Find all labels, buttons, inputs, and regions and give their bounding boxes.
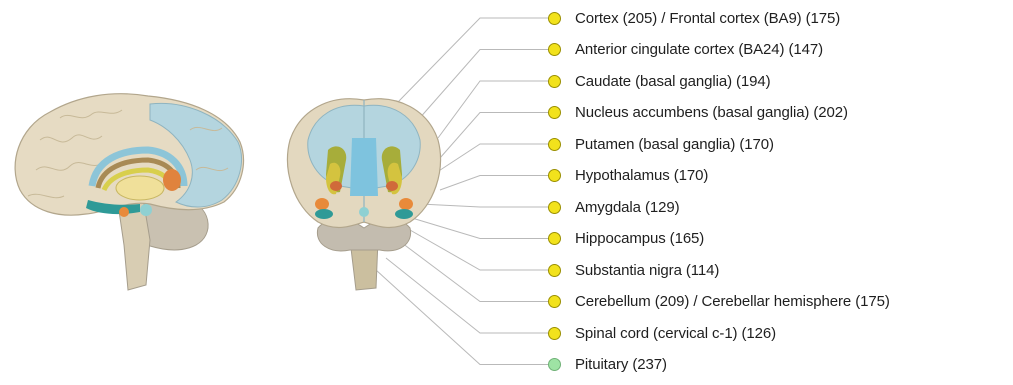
pituitary-front	[359, 207, 369, 217]
coronal-brain-view	[288, 99, 441, 290]
region-label: Anterior cingulate cortex (BA24) (147)	[575, 41, 823, 58]
region-label: Putamen (basal ganglia) (170)	[575, 136, 774, 153]
leader-line	[386, 258, 548, 333]
marker-dot-icon	[548, 75, 561, 88]
legend-item: Anterior cingulate cortex (BA24) (147)	[548, 40, 823, 60]
leader-line	[398, 18, 548, 102]
legend-item: Cortex (205) / Frontal cortex (BA9) (175…	[548, 8, 840, 28]
legend-item: Putamen (basal ganglia) (170)	[548, 134, 774, 154]
thalamus-side	[116, 176, 164, 200]
marker-dot-icon	[548, 295, 561, 308]
hippocampus-right-front	[395, 209, 413, 219]
region-label: Amygdala (129)	[575, 199, 680, 216]
legend-item: Hippocampus (165)	[548, 229, 704, 249]
marker-dot-icon	[548, 327, 561, 340]
marker-dot-icon	[548, 12, 561, 25]
leader-line	[438, 81, 548, 138]
region-label: Spinal cord (cervical c-1) (126)	[575, 325, 776, 342]
region-label: Substantia nigra (114)	[575, 262, 719, 279]
region-label: Hippocampus (165)	[575, 230, 704, 247]
leader-line	[412, 218, 548, 239]
marker-dot-icon	[548, 43, 561, 56]
marker-dot-icon	[548, 264, 561, 277]
marker-dot-icon	[548, 138, 561, 151]
hypothalamus-side	[140, 204, 152, 216]
region-label: Nucleus accumbens (basal ganglia) (202)	[575, 104, 848, 121]
legend-item: Amygdala (129)	[548, 197, 680, 217]
amygdala-left-front	[315, 198, 329, 210]
nucleus-accumbens-right-front	[386, 181, 398, 191]
putamen-side	[163, 169, 181, 191]
legend-item: Spinal cord (cervical c-1) (126)	[548, 323, 776, 343]
marker-dot-icon	[548, 358, 561, 371]
region-label: Caudate (basal ganglia) (194)	[575, 73, 771, 90]
legend-item: Nucleus accumbens (basal ganglia) (202)	[548, 103, 848, 123]
cingulate-front	[350, 138, 378, 196]
leader-line	[376, 270, 548, 365]
legend-item: Cerebellum (209) / Cerebellar hemisphere…	[548, 292, 890, 312]
amygdala-side	[119, 207, 129, 217]
hippocampus-left-front	[315, 209, 333, 219]
marker-dot-icon	[548, 106, 561, 119]
marker-dot-icon	[548, 232, 561, 245]
marker-dot-icon	[548, 169, 561, 182]
region-label: Hypothalamus (170)	[575, 167, 708, 184]
leader-line	[420, 204, 548, 207]
leader-line	[440, 176, 548, 191]
sagittal-brain-view	[15, 94, 243, 290]
legend-item: Hypothalamus (170)	[548, 166, 708, 186]
legend-item: Substantia nigra (114)	[548, 260, 719, 280]
marker-dot-icon	[548, 201, 561, 214]
nucleus-accumbens-left-front	[330, 181, 342, 191]
leader-line	[418, 50, 548, 121]
leader-line	[398, 240, 548, 302]
legend-item: Pituitary (237)	[548, 355, 667, 375]
region-label: Pituitary (237)	[575, 356, 667, 373]
legend-item: Caudate (basal ganglia) (194)	[548, 71, 771, 91]
region-label: Cerebellum (209) / Cerebellar hemisphere…	[575, 293, 890, 310]
amygdala-right-front	[399, 198, 413, 210]
leader-line	[440, 113, 548, 159]
leader-line	[428, 144, 548, 178]
region-label: Cortex (205) / Frontal cortex (BA9) (175…	[575, 10, 840, 27]
